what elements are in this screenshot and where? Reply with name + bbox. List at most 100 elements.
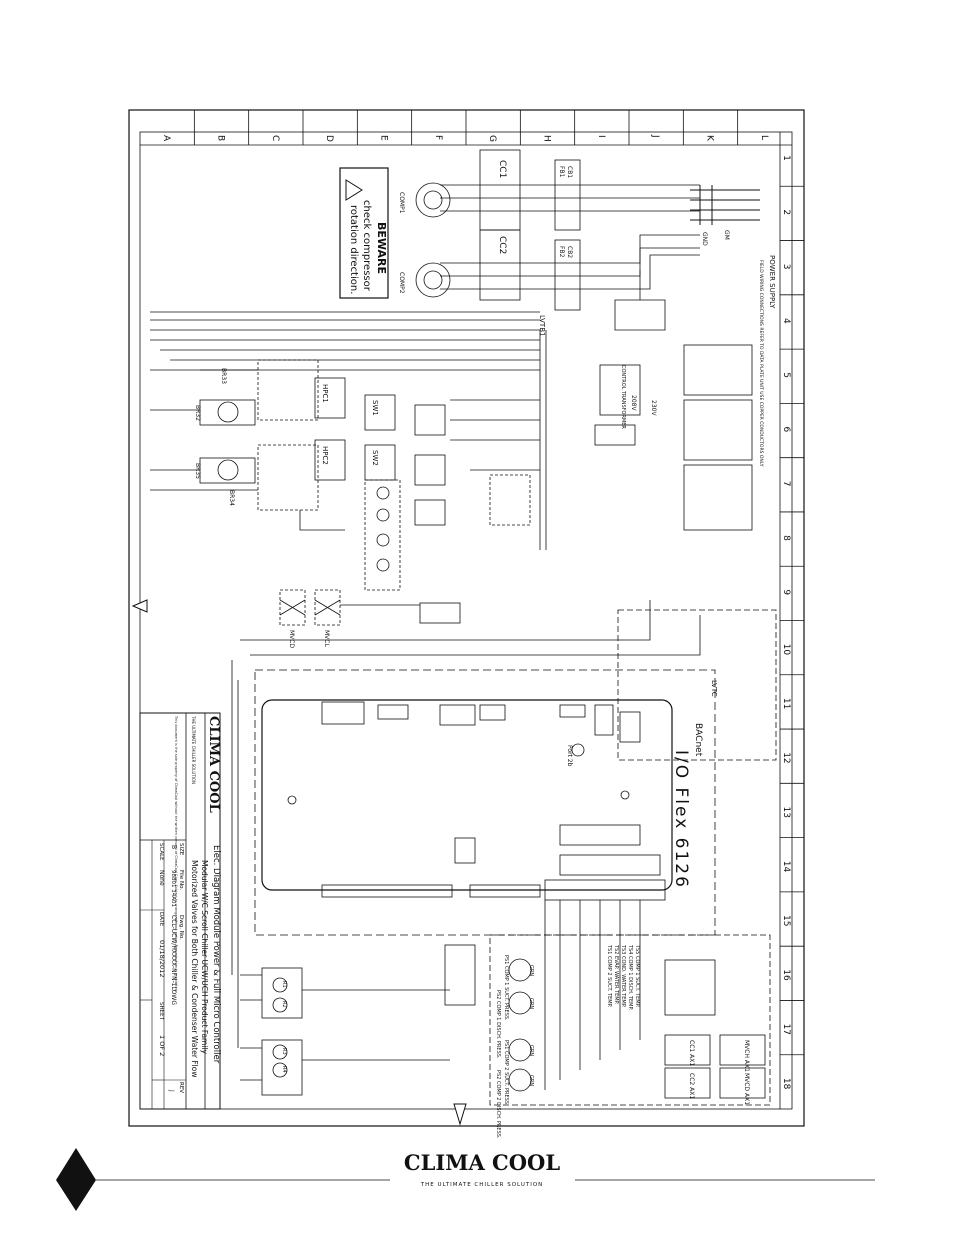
sheet-label: SHEET	[158, 1002, 164, 1021]
fb1-label: FB1	[558, 166, 565, 178]
wire-br32: BR32	[194, 405, 201, 421]
grid-col-label: 12	[781, 752, 791, 763]
grid-col-label: 18	[781, 1078, 791, 1090]
fb2-label: FB2	[558, 246, 565, 258]
warning-line2: check compressor	[361, 200, 372, 292]
warning-box: BEWARE check compressor rotation directi…	[339, 167, 389, 299]
lvtc-label: LVTC	[710, 680, 718, 697]
title-block-company: CLIMA COOL	[206, 716, 221, 813]
cc1-ax1-label: CC1 AX1	[688, 1040, 695, 1066]
sw2-label: SW2	[371, 450, 379, 466]
relay-r2: R2	[281, 1001, 287, 1008]
cb1-label: CB1	[566, 166, 573, 178]
file-no-label: File No.	[178, 870, 184, 890]
file-no-value: 98801 14A01	[170, 870, 176, 907]
grn-3: GRN	[528, 1045, 534, 1056]
cc2-ax1-label: CC2 AX1	[688, 1073, 695, 1099]
gnd-code: GM	[723, 230, 730, 240]
relay-r1: R1	[281, 981, 287, 988]
control-transformer-label: CONTROL TRANSFORMER	[620, 365, 626, 429]
warning-line3: rotation direction.	[348, 205, 359, 294]
grid-col-label: 15	[781, 915, 791, 926]
grid-col-label: 9	[781, 589, 791, 595]
title-block-notice: This document is the sole property of Cl…	[174, 715, 178, 992]
scale-value: None	[158, 870, 165, 886]
warning-line1: BEWARE	[375, 222, 388, 274]
grid-col-label: 8	[781, 535, 791, 541]
v230-label: 230V	[650, 400, 657, 416]
bacnet-label: BACnet	[693, 723, 703, 757]
grid-col-label: 3	[781, 264, 791, 270]
wire-br35: BR35	[194, 463, 201, 479]
grid-row-label: B	[216, 135, 226, 141]
temp-note-1: TS5 COMP 1 SUCT. TEMP.	[634, 944, 640, 1008]
wire-br33: BR33	[220, 368, 227, 384]
grid-row-label: J	[650, 134, 660, 138]
sensor-ps2-c2: PS2 COMP 2 DISCH. PRESS.	[495, 1070, 501, 1139]
lvtb1-label: LVTB1	[538, 315, 546, 336]
grid-col-label: 2	[781, 209, 791, 215]
temp-note-5: TS1 COMP 2 SUCT. TEMP.	[606, 944, 612, 1008]
date-label: DATE	[158, 912, 164, 927]
controller-title: I/O Flex 6126	[671, 750, 691, 889]
grid-row-label: K	[705, 135, 715, 142]
sensor-ps1-c2: PS1 COMP 2 SUCT. PRESS.	[503, 1040, 509, 1106]
mvcl-label: MVCL	[323, 630, 330, 647]
comp1-label: COMP1	[398, 192, 405, 214]
gnd-label: GND	[701, 232, 708, 246]
v208-label: 208V	[630, 395, 637, 411]
grid-col-label: 11	[781, 698, 791, 709]
scale-label: SCALE	[158, 843, 164, 861]
size-value: B	[170, 845, 177, 849]
grid-row-label: C	[270, 135, 280, 141]
grid-row-label: G	[487, 135, 497, 142]
rev-label: REV	[178, 1082, 184, 1093]
power-supply-label: POWER SUPPLY	[768, 255, 776, 309]
relay-r3: R3	[281, 1048, 287, 1055]
size-label: SIZE	[178, 843, 184, 856]
title-line-2: Modular W/C Scroll Chiller UCW/UCH Produ…	[200, 860, 209, 1055]
hpc2-label: HPC2	[321, 446, 329, 465]
mvcd-ax1-label: MVCD AX1	[743, 1073, 750, 1105]
grid-row-label: E	[379, 135, 389, 141]
grid-col-label: 16	[781, 969, 791, 981]
cb2-label: CB2	[566, 246, 573, 258]
grn-1: GRN	[528, 965, 534, 976]
controller-board: I/O Flex 6126 BACnet Port 2b	[254, 669, 716, 936]
date-value: 01/18/2012	[158, 940, 166, 977]
power-supply-note: FIELD WIRING CONNECTIONS REFER TO DATA P…	[758, 260, 764, 467]
relay-r4: R4	[281, 1066, 287, 1073]
grid-row-label: L	[759, 135, 769, 140]
wire-br34: BR34	[228, 490, 235, 506]
title-line-1: Elec. Diagram Module Power & Full Micro …	[211, 845, 221, 1064]
relay-section	[231, 660, 476, 1096]
title-line-3: Motorized Valves for Both Chiller & Cond…	[190, 860, 199, 1077]
cc1-label: CC1	[497, 160, 507, 178]
footer-logo: CLIMA COOL THE ULTIMATE CHILLER SOLUTION	[404, 1150, 560, 1188]
grid-col-label: 1	[781, 155, 791, 161]
grid-col-label: 13	[781, 806, 791, 817]
dwg-no-value: CCL-UCW/HXXXX-NFN-1LOWG	[170, 915, 177, 1005]
grid-col-label: 4	[781, 318, 791, 324]
footer-logo-text: CLIMA COOL	[404, 1150, 560, 1175]
grn-4: GRN	[528, 1075, 534, 1086]
dwg-no-label: Dwg. No.	[178, 915, 184, 940]
temp-note-4: TS2 EVAP. WATER TEMP.	[613, 944, 619, 1005]
power-supply-section: POWER SUPPLY FIELD WIRING CONNECTIONS RE…	[690, 185, 776, 467]
grid-row-label: H	[542, 135, 552, 142]
cc2-label: CC2	[497, 236, 507, 254]
temp-note-2: TS4 COMP 1 DISCH. TEMP.	[627, 944, 633, 1011]
sensor-section	[489, 900, 771, 1106]
grid-row-label: A	[161, 135, 171, 142]
center-marker-left	[131, 599, 148, 613]
page-diamond-icon	[56, 1148, 96, 1211]
rev-value: J	[168, 1089, 175, 1092]
grid-col-label: 14	[781, 861, 791, 873]
grn-2: GRN	[528, 998, 534, 1009]
hpc1-label: HPC1	[321, 384, 329, 403]
control-section	[150, 311, 753, 550]
footer-logo-tagline: THE ULTIMATE CHILLER SOLUTION	[420, 1182, 544, 1188]
power-bus	[415, 149, 700, 331]
